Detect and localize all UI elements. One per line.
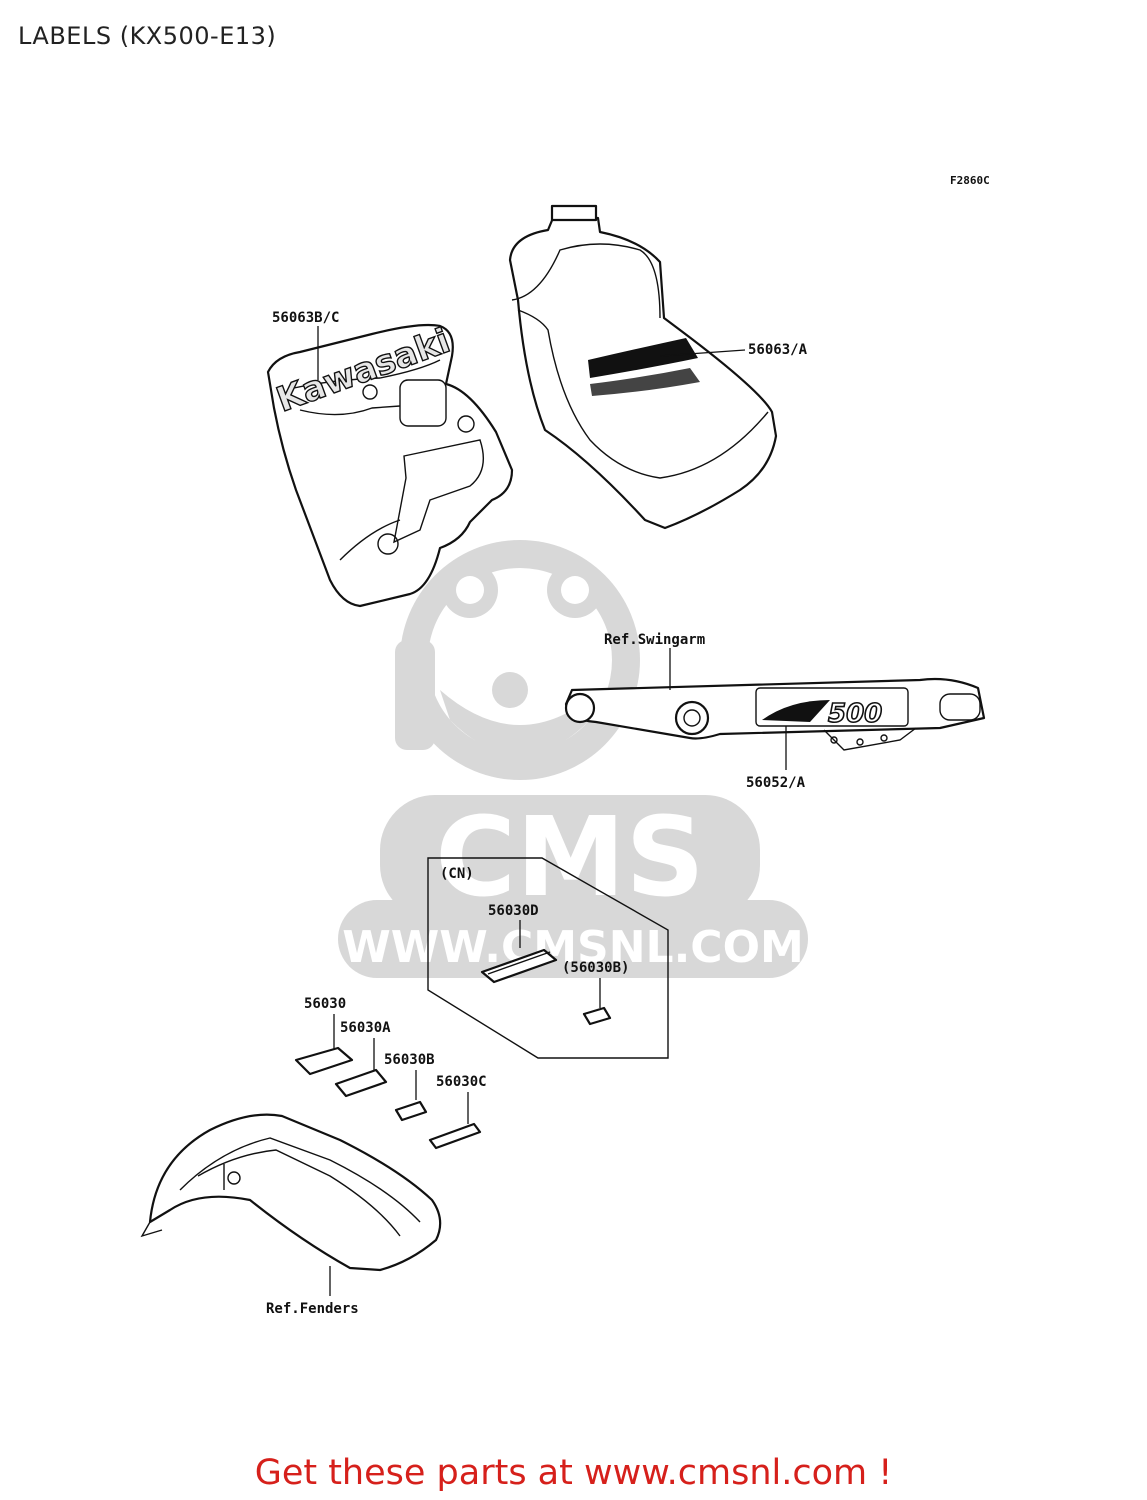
shroud-label: 56063B/C xyxy=(272,310,339,326)
fuel-tank: 56063/A xyxy=(508,204,808,530)
cms-watermark: CMS WWW.CMSNL.COM xyxy=(338,540,808,978)
figure-code: F2860C xyxy=(950,174,990,187)
cmsnl-footer-link[interactable]: Get these parts at www.cmsnl.com ! xyxy=(254,1453,893,1493)
swingarm-ref: Ref.Swingarm xyxy=(604,632,705,648)
cn-box-title: (CN) xyxy=(440,866,474,882)
label-56030: 56030 xyxy=(304,996,346,1012)
swingarm-decal-text: 500 xyxy=(828,699,882,729)
cn-label-56030d: 56030D xyxy=(488,903,539,919)
radiator-shroud: Kawasaki 56063B/C xyxy=(266,310,514,608)
small-labels: 56030 56030A 56030B 56030C xyxy=(294,996,487,1150)
cn-label-56030b: (56030B) xyxy=(562,960,629,976)
watermark-url: WWW.CMSNL.COM xyxy=(338,900,808,978)
swingarm: 500 Ref.Swingarm 56052/A xyxy=(564,632,986,791)
label-56030c: 56030C xyxy=(436,1074,487,1090)
watermark-url-text: WWW.CMSNL.COM xyxy=(342,922,804,973)
fender-ref: Ref.Fenders xyxy=(266,1301,359,1317)
label-56030a: 56030A xyxy=(340,1020,391,1036)
watermark-brand: CMS xyxy=(380,793,760,921)
watermark-brand-text: CMS xyxy=(435,793,704,921)
fuel-tank-label: 56063/A xyxy=(748,342,808,358)
watermark-mascot xyxy=(395,540,640,780)
page-title: LABELS (KX500-E13) xyxy=(18,22,277,50)
swingarm-label: 56052/A xyxy=(746,775,806,791)
rear-fender: Ref.Fenders xyxy=(140,1113,442,1317)
label-56030b: 56030B xyxy=(384,1052,435,1068)
cn-variant-box: (CN) 56030D (56030B) xyxy=(427,857,669,1059)
